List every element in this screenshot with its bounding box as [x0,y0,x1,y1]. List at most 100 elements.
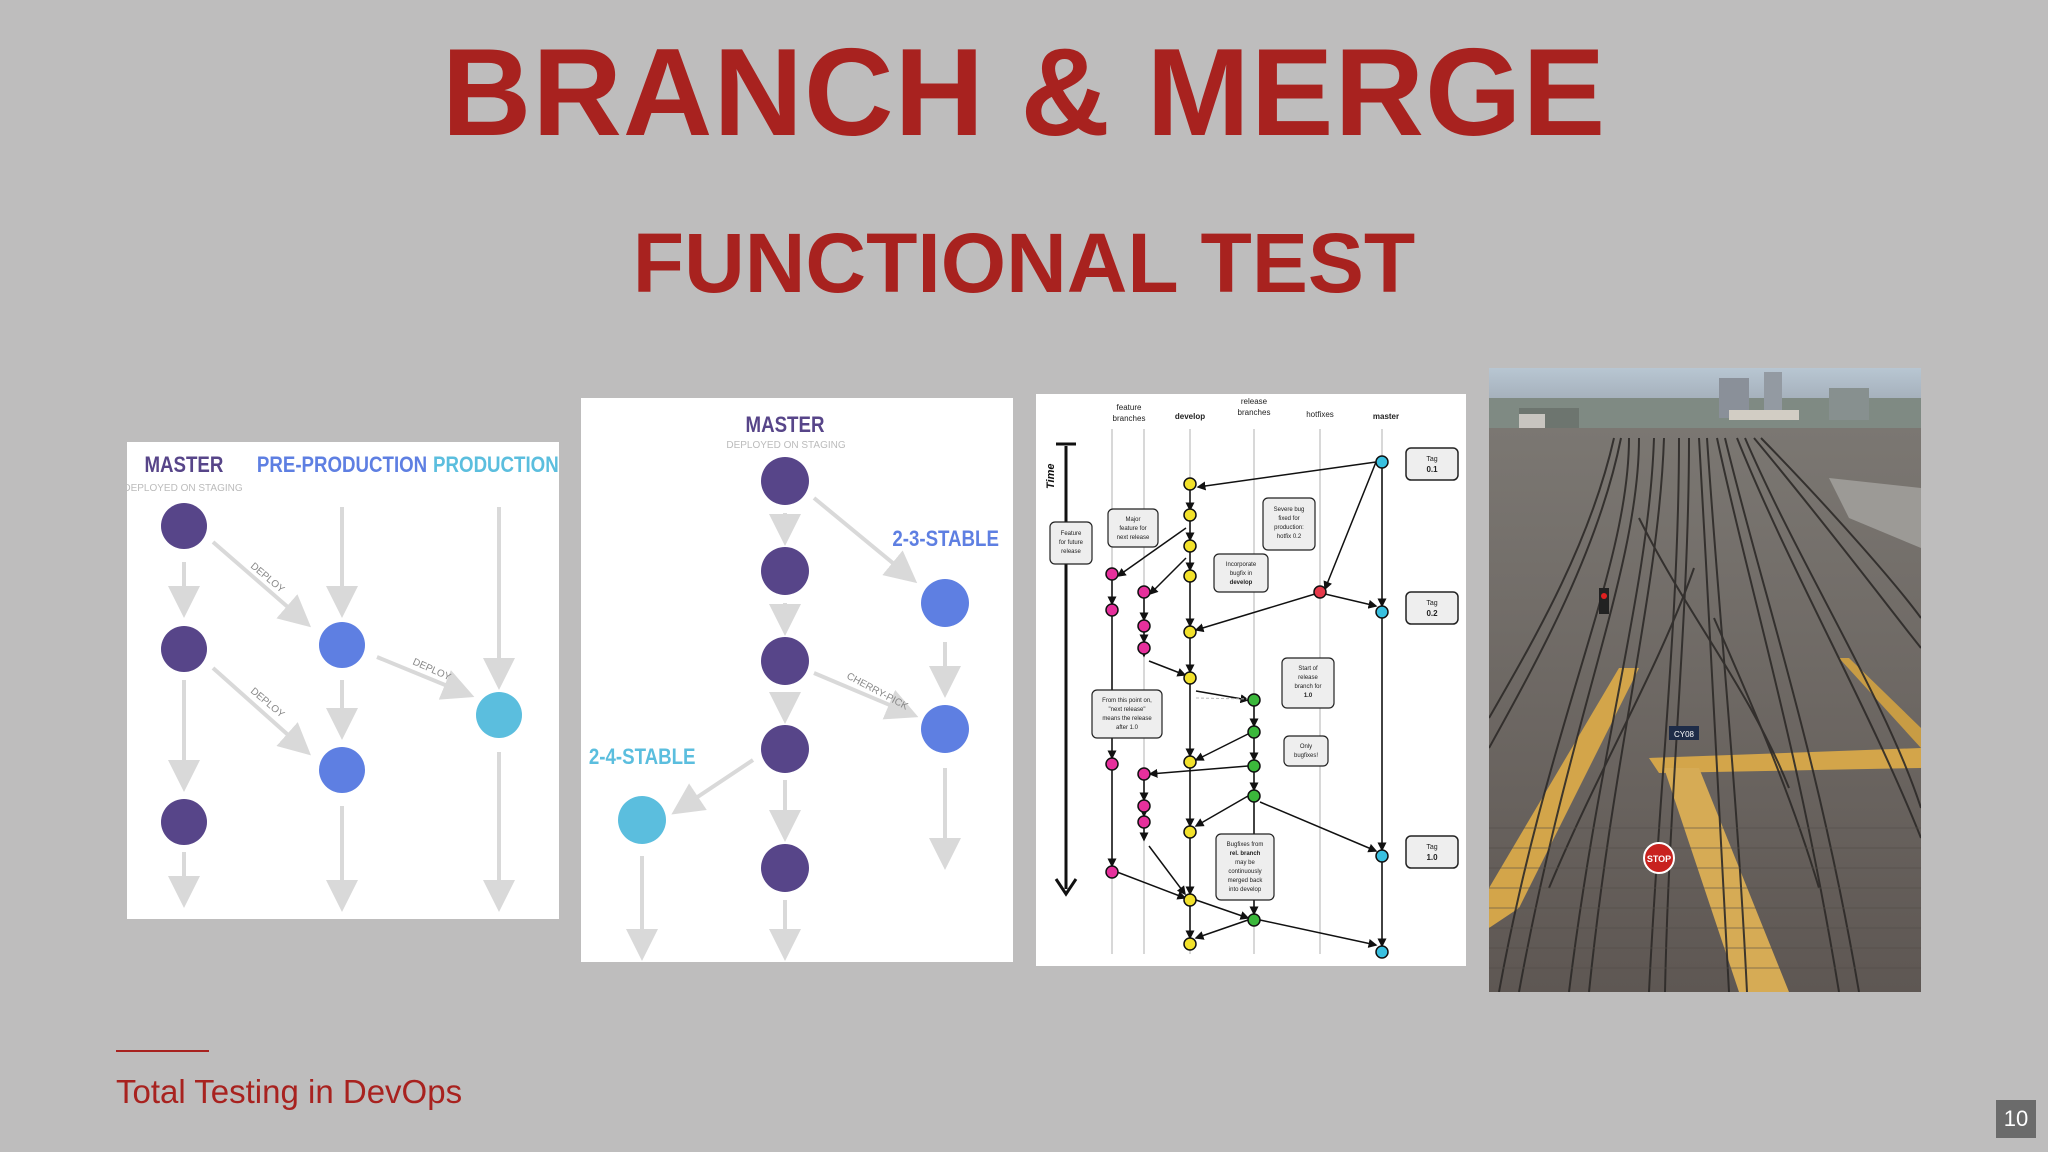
stable-23-node [921,579,969,627]
stable-24-label: 2-4-STABLE [589,746,696,770]
track-signal [1599,588,1609,614]
note-line: may be [1235,860,1255,866]
note-line: bugfixes! [1294,753,1318,759]
feature-commit-node [1105,757,1119,771]
master-commit-node [161,799,207,845]
note-line: Incorporate [1226,562,1257,568]
master-commit-node [1375,945,1389,959]
col-feature-label: feature [1117,403,1142,412]
feature-commit-node [1137,585,1151,599]
deployment-pipeline-svg: MASTER DEPLOYED ON STAGING PRE-PRODUCTIO… [123,454,559,912]
track-sign [1669,726,1699,740]
master-commit-node [161,626,207,672]
note-line: Major [1125,517,1140,523]
footer-divider [116,1050,209,1052]
master-commit-node [1375,455,1389,469]
note-line: 1.0 [1304,693,1313,699]
develop-commit-node [1183,825,1197,839]
note-incorporate: Incorporate bugfix in develop [1213,553,1269,593]
railway-tracks-photo: CY08 STOP [1488,368,1922,993]
feature-commit-node [1137,815,1151,829]
railway-photo-svg: CY08 STOP [1488,368,1922,993]
release-commit-node [1247,693,1261,707]
preprod-commit-node [319,747,365,793]
deployment-pipeline-diagram: MASTER DEPLOYED ON STAGING PRE-PRODUCTIO… [123,442,559,919]
note-severe-bug: Severe bug fixed for production: hotfix … [1262,497,1316,551]
note-line: production: [1274,525,1304,531]
develop-commit-node [1183,625,1197,639]
tag-02-box: Tag 0.2 [1405,591,1459,625]
note-start-release: Start of release branch for 1.0 [1281,657,1335,709]
col-hotfixes-label: hotfixes [1306,410,1334,419]
page-number: 10 [1996,1100,2036,1138]
develop-commit-node [1183,671,1197,685]
stop-sign-label: STOP [1647,854,1671,864]
feature-commit-node [1137,799,1151,813]
note-line: release [1061,549,1081,555]
release-commit-node [1247,759,1261,773]
col-master-label: master [1373,412,1399,421]
develop-commit-node [1183,755,1197,769]
master-commit-node [761,725,809,773]
develop-commit-node [1183,893,1197,907]
note-line: Start of [1298,666,1318,672]
feature-commit-node [1137,619,1151,633]
prod-commit-node [476,692,522,738]
note-line: fixed for [1278,516,1299,522]
note-line: Only [1300,744,1312,750]
note-major-feature: Major feature for next release [1107,508,1159,548]
feature-commit-node [1105,603,1119,617]
tag-word: Tag [1426,844,1437,851]
feature-commit-node [1105,865,1119,879]
tag-word: Tag [1426,600,1437,607]
note-line: Severe bug [1274,507,1305,513]
col-master-sublabel: DEPLOYED ON STAGING [127,483,243,494]
time-label: Time [1045,464,1057,489]
note-line: continuously [1228,869,1261,875]
master-commit-node [761,547,809,595]
feature-commit-node [1137,641,1151,655]
time-arrowhead [1054,878,1078,897]
note-line: "next release" [1109,707,1146,713]
git-flow-diagram: feature branches develop release branche… [1036,394,1466,966]
release-commit-node [1247,913,1261,927]
note-line: after 1.0 [1116,725,1139,731]
stable-branches-diagram: MASTER DEPLOYED ON STAGING 2-3-STABLE 2-… [581,398,1013,962]
feature-commit-node [1105,567,1119,581]
col-develop-label: develop [1175,412,1205,421]
note-only-bugfixes: Only bugfixes! [1283,735,1329,767]
tag-value: 0.1 [1426,465,1438,474]
master-commit-node [1375,605,1389,619]
develop-commit-node [1183,539,1197,553]
tag-01-box: Tag 0.1 [1405,447,1459,481]
master-label: MASTER [746,414,825,438]
note-bugfixes-rel: Bugfixes from rel. branch may be continu… [1215,833,1275,901]
tag-value: 1.0 [1426,853,1438,862]
master-commit-node [761,457,809,505]
col-prod-label: PRODUCTION [433,454,559,478]
note-feature-future: Feature for future release [1049,521,1093,565]
master-commit-node [161,503,207,549]
preprod-commit-node [319,622,365,668]
track-sign-label: CY08 [1674,730,1695,739]
note-line: into develop [1229,887,1262,893]
develop-commit-node [1183,569,1197,583]
release-commit-node [1247,725,1261,739]
col-preprod-label: PRE-PRODUCTION [257,454,427,478]
stable-23-node [921,705,969,753]
note-line: branch for [1294,684,1321,690]
git-flow-svg: feature branches develop release branche… [1045,397,1459,959]
note-line: hotfix 0.2 [1277,534,1302,540]
stable-24-node [618,796,666,844]
note-from-this-point: From this point on, "next release" means… [1091,689,1163,739]
tag-10-box: Tag 1.0 [1405,835,1459,869]
master-sublabel: DEPLOYED ON STAGING [726,440,846,451]
master-commit-node [761,844,809,892]
note-line: rel. branch [1230,851,1261,857]
tag-value: 0.2 [1426,609,1438,618]
col-release-label-2: branches [1238,408,1271,417]
footer-text: Total Testing in DevOps [116,1073,463,1110]
hotfix-commit-node [1313,585,1327,599]
stop-sign [1643,842,1675,874]
note-line: bugfix in [1230,571,1252,577]
